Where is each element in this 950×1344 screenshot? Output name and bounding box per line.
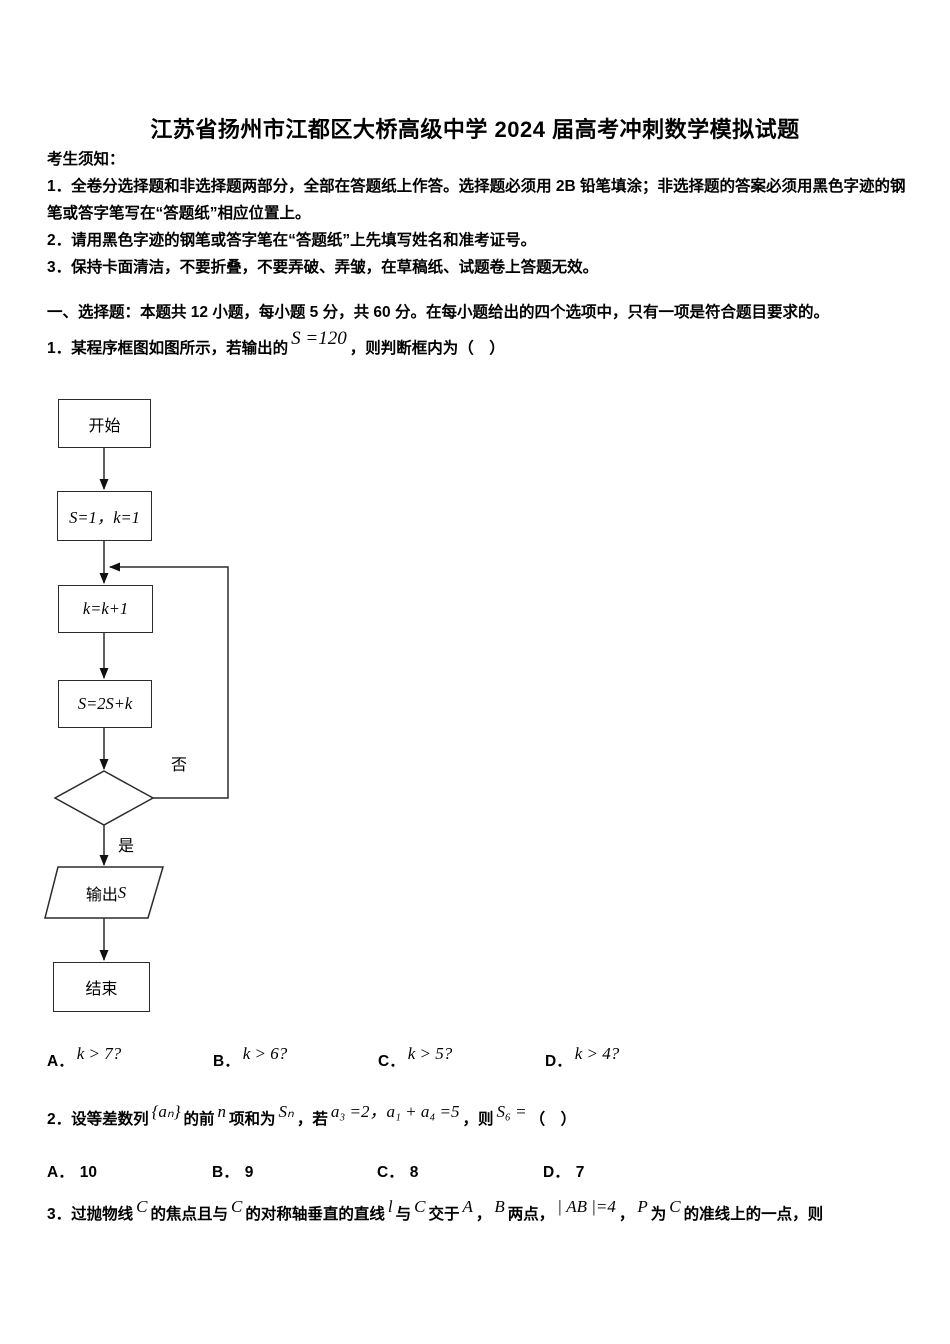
q3-math-segment: l <box>387 1197 393 1216</box>
q3-math-segment: C <box>136 1197 148 1216</box>
option-label: A． <box>47 1164 74 1181</box>
option-cell: B． 9 <box>212 1160 253 1186</box>
option-math: k > 4? <box>574 1044 620 1063</box>
output-label: 输出 <box>85 887 118 904</box>
accumulate-box-label: S=2S+k <box>77 694 133 713</box>
no-branch-label: 否 <box>171 757 188 774</box>
option-cell: D．k > 4? <box>545 1044 622 1075</box>
option-label: A． <box>47 1053 74 1070</box>
init-box: S=1，k=1 <box>57 491 152 541</box>
q3-math-segment: A <box>462 1197 473 1216</box>
q1-text-segment: 1．某程序框图如图所示，若输出的 <box>47 340 289 357</box>
notice-heading: 考生须知： <box>47 151 125 168</box>
option-value: 10 <box>79 1164 97 1181</box>
notice-item: 3．保持卡面清洁，不要折叠，不要弄破、弄皱，在草稿纸、试题卷上答题无效。 <box>47 259 599 276</box>
q3-text-segment: ， <box>618 1206 635 1223</box>
q2-text-segment: ，则 <box>462 1111 494 1128</box>
q1-text-segment: ，则判断框内为（ ） <box>349 340 505 357</box>
q3-math-segment: B <box>494 1197 505 1216</box>
option-label: D． <box>543 1164 570 1181</box>
output-variable: S <box>117 883 127 902</box>
q3-text-segment: ， <box>475 1206 492 1223</box>
q3-math-segment: P <box>637 1197 648 1216</box>
q3-text-segment: 3．过抛物线 <box>47 1206 134 1223</box>
decision-diamond <box>53 770 155 826</box>
q2-math-segment: Sₙ <box>278 1102 294 1121</box>
end-box-label: 结束 <box>85 981 118 998</box>
option-cell: A． 10 <box>47 1160 97 1186</box>
option-cell: C．k > 5? <box>378 1044 455 1075</box>
q1-options-row: A．k > 7? B．k > 6? C．k > 5? D．k > 4? <box>47 1044 917 1080</box>
q2-text-segment: （ ） <box>529 1111 577 1128</box>
option-label: B． <box>213 1053 240 1070</box>
init-box-label: S=1，k=1 <box>69 508 140 527</box>
option-value: 8 <box>409 1164 419 1181</box>
start-box: 开始 <box>58 399 151 448</box>
q3-math-segment: | AB |=4 <box>557 1197 616 1216</box>
flowchart-connectors <box>44 448 229 961</box>
q3-text-segment: 交于 <box>428 1206 460 1223</box>
option-cell: B．k > 6? <box>213 1044 290 1075</box>
q2-options-row: A． 10 B． 9 C． 8 D． 7 <box>47 1160 917 1192</box>
accumulate-box: S=2S+k <box>58 680 152 728</box>
option-cell: D． 7 <box>543 1160 584 1186</box>
option-math: k > 7? <box>76 1044 122 1063</box>
q3-text-segment: 为 <box>650 1206 667 1223</box>
q2-text-segment: 的前 <box>183 1111 215 1128</box>
increment-box: k=k+1 <box>58 585 153 633</box>
page-title: 江苏省扬州市江都区大桥高级中学 2024 届高考冲刺数学模拟试题 <box>150 117 800 142</box>
q3-text-segment: 与 <box>395 1206 412 1223</box>
q3-text-segment: 两点， <box>507 1206 555 1223</box>
q3-math-segment: C <box>669 1197 681 1216</box>
option-value: 9 <box>244 1164 254 1181</box>
output-parallelogram <box>44 866 165 919</box>
q3-text-segment: 的焦点且与 <box>150 1206 228 1223</box>
q3-math-segment: C <box>414 1197 426 1216</box>
option-cell: C． 8 <box>377 1160 418 1186</box>
q1-math-segment: S =120 <box>291 328 347 349</box>
option-math: k > 6? <box>242 1044 288 1063</box>
q2-math-segment: n <box>217 1102 227 1121</box>
q3-text-segment: 的对称轴垂直的直线 <box>245 1206 385 1223</box>
increment-box-label: k=k+1 <box>82 599 129 618</box>
option-label: D． <box>545 1053 572 1070</box>
yes-branch-label: 是 <box>118 838 135 855</box>
option-label: C． <box>377 1164 404 1181</box>
end-box: 结束 <box>53 962 150 1012</box>
option-value: 7 <box>575 1164 585 1181</box>
notice-item: 2．请用黑色字迹的钢笔或答字笔在“答题纸”上先填写姓名和准考证号。 <box>47 232 537 249</box>
q3-text-segment: 的准线上的一点，则 <box>683 1206 824 1223</box>
option-label: C． <box>378 1053 405 1070</box>
option-math: k > 5? <box>407 1044 453 1063</box>
option-label: B． <box>212 1164 239 1181</box>
q2-math-segment: {aₙ} <box>151 1102 181 1121</box>
q2-text-segment: 2．设等差数列 <box>47 1111 149 1128</box>
q3-math-segment: C <box>230 1197 243 1216</box>
start-box-label: 开始 <box>88 417 121 435</box>
option-cell: A．k > 7? <box>47 1044 124 1075</box>
q2-math-segment: S₆ = <box>496 1102 527 1121</box>
notice-block: 考生须知： 1．全卷分选择题和非选择题两部分，全部在答题纸上作答。选择题必须用 … <box>47 146 909 281</box>
notice-item: 1．全卷分选择题和非选择题两部分，全部在答题纸上作答。选择题必须用 2B 铅笔填… <box>47 178 906 222</box>
q2-text-segment: ，若 <box>296 1111 328 1128</box>
q2-text-segment: 项和为 <box>229 1111 276 1128</box>
q2-math-segment: a₃ =2，a₁ + a₄ =5 <box>330 1102 460 1121</box>
section-header: 一、选择题：本题共 12 小题，每小题 5 分，共 60 分。在每小题给出的四个… <box>47 304 829 321</box>
